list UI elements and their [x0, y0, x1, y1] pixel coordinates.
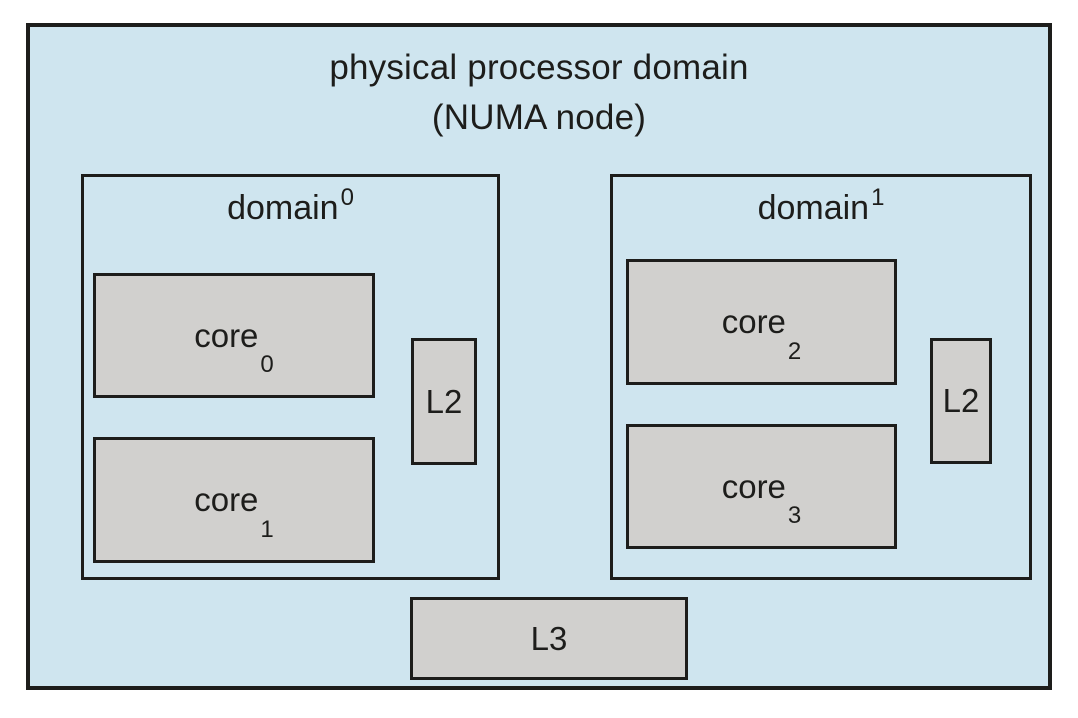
core-3-label-subscript: 3: [787, 502, 802, 529]
l3-cache-box: L3: [410, 597, 688, 680]
domain-1-l2-cache-box: L2: [930, 338, 992, 464]
core-3-label: core: [721, 467, 786, 505]
core-2-label: core: [721, 303, 786, 340]
domain-1-label-base: domain: [757, 189, 870, 227]
domain-0-label-base: domain: [227, 189, 339, 227]
core-1-label-subscript: 1: [260, 516, 274, 543]
l3-cache-label: L3: [530, 619, 568, 657]
core-0-label: core: [194, 316, 259, 354]
domain-0-label-subscript: 0: [340, 184, 354, 211]
domain-1-l2-cache-label: L2: [942, 382, 980, 419]
physical-processor-domain-box: physical processor domain (NUMA node) do…: [26, 23, 1052, 690]
diagram-title-line2: (NUMA node): [431, 98, 647, 137]
domain-0-l2-cache-label: L2: [425, 382, 463, 420]
domain-0-l2-cache-box: L2: [411, 338, 477, 465]
domain-1-label-subscript: 1: [871, 184, 885, 211]
core-0-label-subscript: 0: [260, 351, 274, 378]
core-2-label-subscript: 2: [787, 338, 802, 365]
diagram-title: physical processor domain (NUMA node): [30, 43, 1048, 143]
core-1-label: core: [194, 481, 259, 518]
diagram-title-line1: physical processor domain: [329, 48, 749, 87]
